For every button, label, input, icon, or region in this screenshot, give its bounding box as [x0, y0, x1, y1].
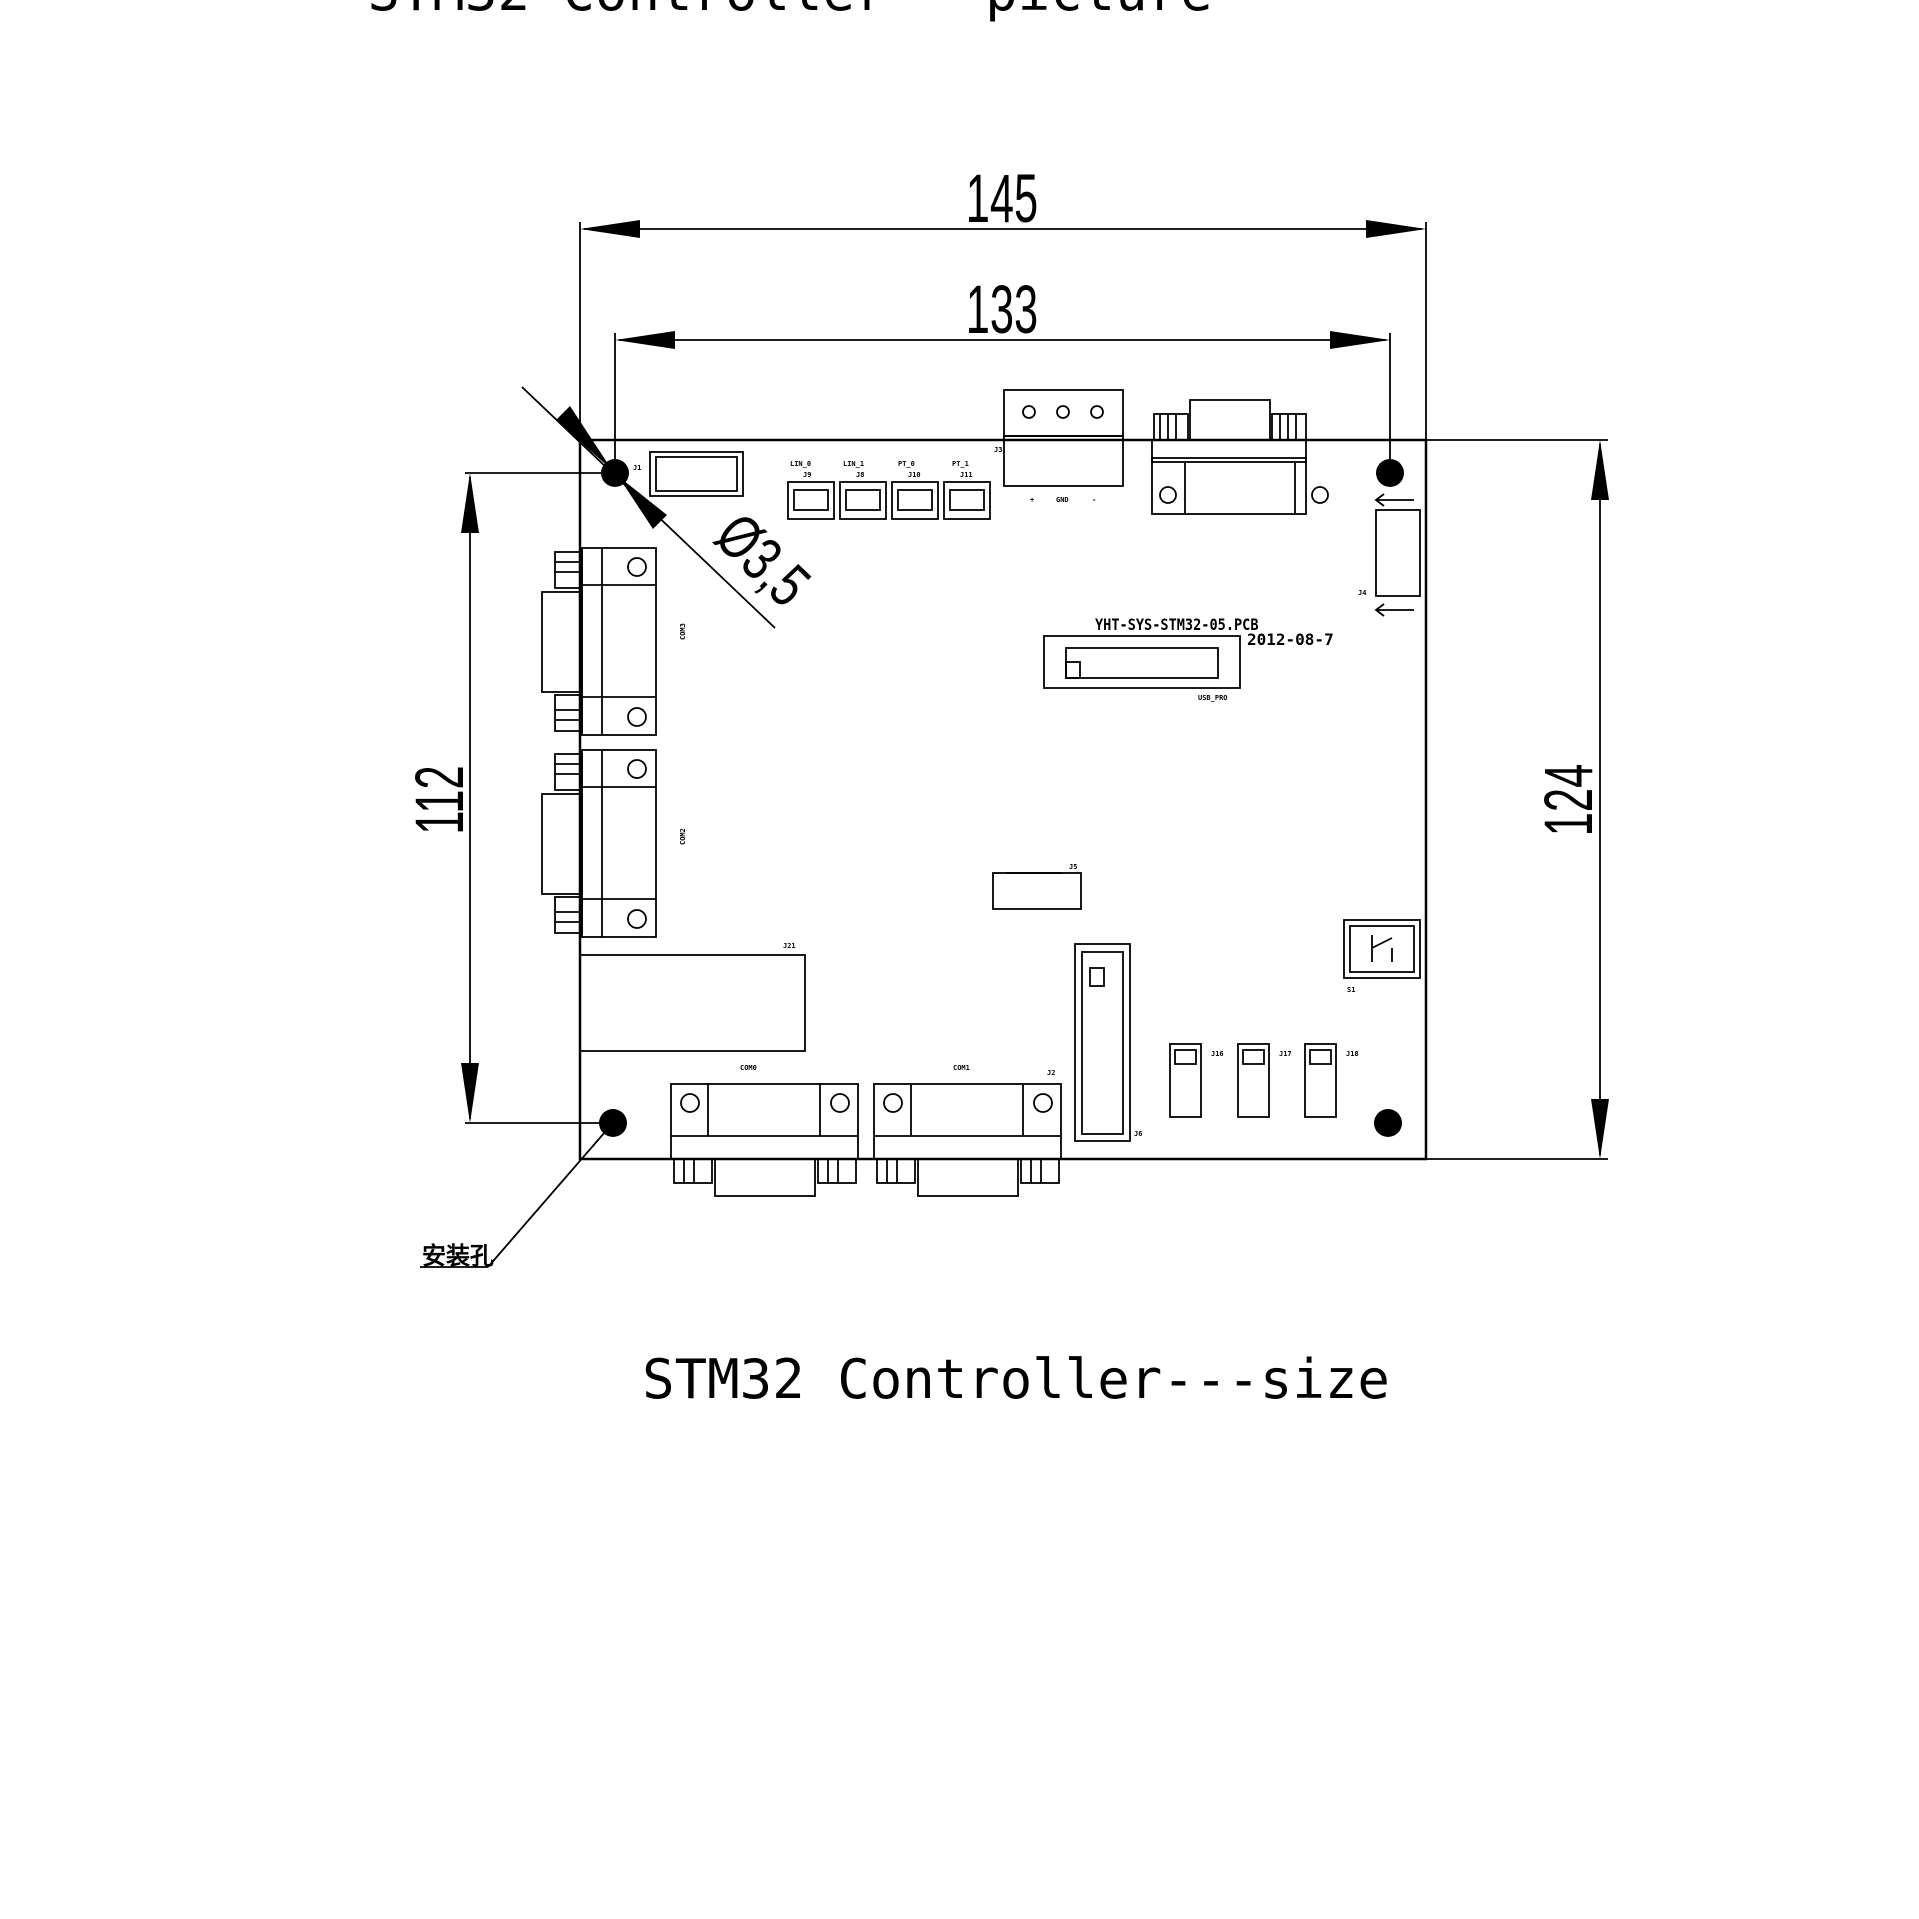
mounting-hole-bottom-left: [599, 1109, 627, 1137]
header-row: LIN_0 J9 LIN_1 J8 PT_0 J10 PT_1 J11: [787, 460, 991, 520]
svg-text:PT_0: PT_0: [898, 460, 915, 468]
vertical-slot-connector: J6: [1074, 943, 1142, 1142]
svg-text:COM1: COM1: [953, 1064, 970, 1072]
dimension-overall-height: 124: [1426, 439, 1609, 1160]
svg-text:J2: J2: [1047, 1069, 1055, 1077]
svg-text:J11: J11: [960, 471, 973, 479]
mounting-hole-label: 安装孔: [422, 1242, 494, 1270]
svg-text:USB_PRO: USB_PRO: [1198, 694, 1228, 702]
connector-j1: J1: [633, 451, 744, 497]
terminal-block: J3 + GND -: [994, 389, 1124, 504]
svg-text:COM0: COM0: [740, 1064, 757, 1072]
overall-width-label: 145: [966, 161, 1038, 237]
mounting-hole-bottom-right: [1374, 1109, 1402, 1137]
svg-text:LIN_0: LIN_0: [790, 460, 811, 468]
hole-diameter-label: Ø3,5: [703, 499, 824, 619]
svg-text:J5: J5: [1069, 863, 1077, 871]
dimension-hole-spacing-width: 133: [614, 272, 1391, 475]
svg-text:J8: J8: [856, 471, 864, 479]
svg-text:J6: J6: [1134, 1130, 1142, 1138]
svg-text:J16: J16: [1211, 1050, 1224, 1058]
db9-connector-bottom-left: COM0: [670, 1064, 859, 1197]
svg-text:+: +: [1030, 496, 1034, 504]
hole-spacing-width-label: 133: [966, 272, 1038, 348]
svg-text:J3: J3: [994, 446, 1002, 454]
svg-text:PT_1: PT_1: [952, 460, 969, 468]
svg-text:J4: J4: [1358, 589, 1366, 597]
svg-text:-: -: [1092, 496, 1096, 504]
overall-height-label: 124: [1531, 764, 1607, 836]
dimension-hole-spacing-height: 112: [402, 472, 612, 1124]
db9-connector-left-lower: COM2: [541, 749, 687, 938]
top-caption: STM32 Controller---picture: [367, 0, 1212, 23]
svg-text:LIN_1: LIN_1: [843, 460, 864, 468]
svg-text:J21: J21: [783, 942, 796, 950]
bottom-caption: STM32 Controller---size: [642, 1348, 1390, 1411]
svg-text:J17: J17: [1279, 1050, 1292, 1058]
large-connector-block: J21: [579, 942, 806, 1052]
mounting-hole-top-right: [1376, 459, 1404, 487]
long-header: USB_PRO: [1043, 635, 1241, 702]
svg-text:J1: J1: [633, 464, 641, 472]
db9-connector-top: [1151, 399, 1329, 515]
db9-connector-bottom-right: COM1 J2: [873, 1064, 1062, 1197]
connector-j4: J4: [1358, 493, 1421, 617]
mounting-hole-leader: 安装孔: [420, 1131, 606, 1270]
pcb-label: YHT-SYS-STM32-05.PCB: [1095, 616, 1259, 634]
jumper-row: J16 J17 J18: [1169, 1043, 1359, 1118]
svg-text:J10: J10: [908, 471, 921, 479]
db9-connector-left-upper: COM3: [541, 547, 687, 736]
svg-text:COM2: COM2: [679, 828, 687, 845]
switch-component: S1: [1343, 919, 1421, 994]
connector-j5: J5: [992, 863, 1082, 910]
svg-text:GND: GND: [1056, 496, 1069, 504]
pcb-date: 2012-08-7: [1247, 630, 1334, 649]
svg-text:S1: S1: [1347, 986, 1355, 994]
svg-text:COM3: COM3: [679, 623, 687, 640]
svg-text:J18: J18: [1346, 1050, 1359, 1058]
svg-text:J9: J9: [803, 471, 811, 479]
hole-spacing-height-label: 112: [402, 765, 478, 834]
dimension-overall-width: 145: [579, 161, 1427, 440]
